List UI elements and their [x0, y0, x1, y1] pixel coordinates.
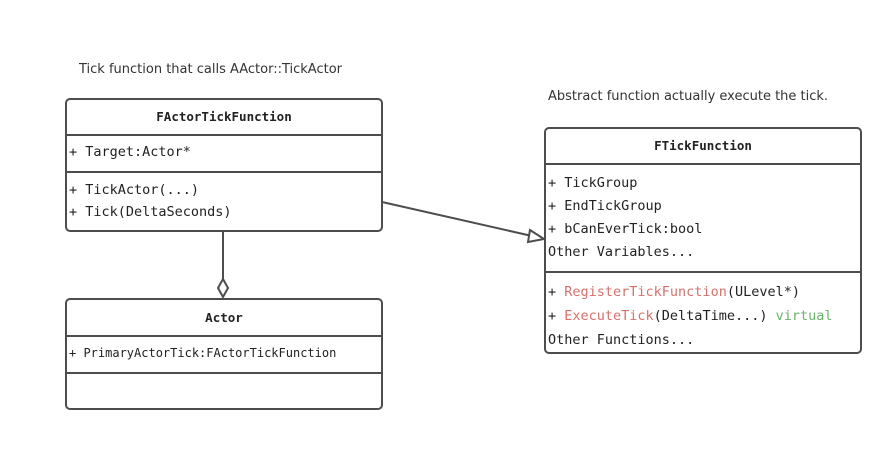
- aggregation-diamond-icon: [216, 276, 230, 300]
- method-prefix: +: [548, 308, 565, 324]
- inheritance-line: [381, 201, 533, 237]
- actor-methods: [67, 374, 381, 408]
- attribute-end-tick-group: + EndTickGroup: [548, 198, 662, 214]
- attribute-target: + Target:Actor*: [69, 144, 191, 160]
- tick-function-attributes: + TickGroup + EndTickGroup + bCanEverTic…: [546, 165, 860, 273]
- method-execute-tick: + ExecuteTick(DeltaTime...) virtual: [548, 304, 860, 328]
- method-other-functions: Other Functions...: [548, 332, 695, 348]
- actor-tick-function-class[interactable]: FActorTickFunction + Target:Actor* + Tic…: [65, 98, 383, 232]
- method-prefix: +: [548, 284, 565, 300]
- method-register-tick-function: + RegisterTickFunction(ULevel*): [548, 280, 860, 304]
- tick-function-methods: + RegisterTickFunction(ULevel*) + Execut…: [546, 273, 860, 352]
- method-args-execute: (DeltaTime...): [653, 308, 768, 324]
- actor-tick-function-attributes: + Target:Actor*: [67, 136, 381, 173]
- actor-class[interactable]: Actor + PrimaryActorTick:FActorTickFunct…: [65, 298, 383, 410]
- method-tick: + Tick(DeltaSeconds): [69, 204, 232, 220]
- method-tick-actor: + TickActor(...): [69, 182, 200, 198]
- attribute-other-variables: Other Variables...: [548, 244, 695, 260]
- actor-attributes: + PrimaryActorTick:FActorTickFunction: [67, 337, 381, 374]
- actor-title: Actor: [67, 300, 381, 337]
- attribute-tick-group: + TickGroup: [548, 175, 638, 191]
- actor-tick-function-title: FActorTickFunction: [67, 100, 381, 136]
- virtual-keyword: virtual: [775, 308, 833, 324]
- method-name-execute: ExecuteTick: [564, 308, 654, 324]
- attribute-primary-actor-tick: + PrimaryActorTick:FActorTickFunction: [69, 346, 337, 360]
- tick-function-class[interactable]: FTickFunction + TickGroup + EndTickGroup…: [544, 127, 862, 354]
- tick-function-title: FTickFunction: [546, 129, 860, 165]
- attribute-can-ever-tick: + bCanEverTick:bool: [548, 221, 703, 237]
- method-name-register: RegisterTickFunction: [564, 284, 727, 300]
- actor-tick-function-caption: Tick function that calls AActor::TickAct…: [79, 62, 343, 77]
- inheritance-arrowhead: [526, 228, 547, 244]
- tick-function-caption: Abstract function actually execute the t…: [548, 89, 829, 104]
- method-args-register: (ULevel*): [726, 284, 800, 300]
- actor-tick-function-methods: + TickActor(...) + Tick(DeltaSeconds): [67, 173, 381, 223]
